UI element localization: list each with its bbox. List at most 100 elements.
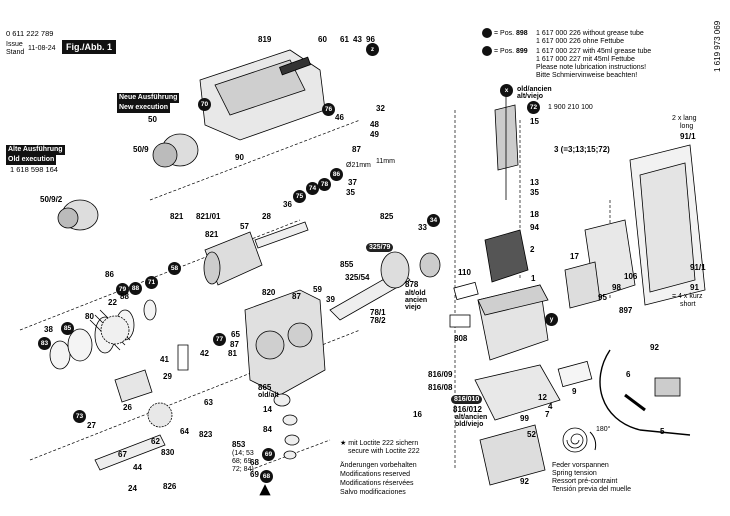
badge-75: 75 [293,190,306,203]
badge-70: 70 [198,98,211,111]
part-49: 49 [370,130,379,139]
part-106: 106 [624,272,638,281]
label-878-alt: alt/old [405,290,426,297]
part-92-bottom: 92 [520,477,529,486]
old-execution-code: 1 618 598 164 [10,165,58,174]
anchor-old-label-1: old/ancien [517,86,552,93]
diameter-label: Ø21mm [346,162,371,169]
group-853-line-c: 68; 69 [232,458,252,465]
part-52: 52 [527,430,536,439]
part-64: 64 [180,427,189,436]
part-816-09: 816/09 [428,370,453,379]
short-label-b: = 4 x kurz [672,293,703,300]
issue-date: 11-08-24 [28,45,56,52]
badge-68: 68 [260,470,273,483]
spring-note-fr: Ressort pré-contraint [552,478,618,485]
part-37: 37 [348,178,357,187]
old-execution-label-de: Alte Ausführung [6,145,65,155]
boxed-part-325-79: 325/79 [366,243,394,252]
part-50-9: 50/9 [133,145,149,154]
part-80: 80 [85,312,94,321]
part-821-01: 821/01 [196,212,221,221]
anchor-part-number: 1 900 210 100 [548,104,593,111]
part-13: 13 [530,178,539,187]
badge-78: 78 [318,178,331,191]
part-98: 98 [612,283,621,292]
part-29: 29 [163,372,172,381]
badge-73: 73 [73,410,86,423]
part-5: 5 [660,427,665,436]
part-35-right: 35 [530,188,539,197]
part-830: 830 [161,448,175,457]
legend-899-line-a: 1 617 000 227 with 45ml grease tube [536,48,652,55]
issue-label: Issue [6,41,23,48]
legend-pos-898: = Pos. 898 [494,30,528,37]
label-878-viejo: viejo [405,304,421,311]
part-15: 15 [530,117,539,126]
badge-69: 69 [262,448,275,461]
part-18: 18 [530,210,539,219]
part-816-08: 816/08 [428,383,453,392]
part-60: 60 [318,35,327,44]
badge-72-top: 72 [527,101,540,114]
document-code-vertical: 1 619 973 069 [713,20,722,72]
part-48: 48 [370,120,379,129]
label-878-ancien: ancien [405,297,428,304]
new-execution-label-en: New execution [117,103,171,113]
part-86: 86 [105,270,114,279]
part-43: 43 [353,35,362,44]
part-57: 57 [240,222,249,231]
part-68: 68 [250,458,259,467]
part-2: 2 [530,245,535,254]
part-87-low: 87 [230,340,239,349]
part-855: 855 [340,260,354,269]
part-90: 90 [235,153,244,162]
part-95: 95 [598,293,607,302]
part-88: 88 [120,292,129,301]
group-853-line-d: 72; 84) [232,466,254,473]
part-81: 81 [228,349,237,358]
part-897: 897 [619,306,633,315]
badge-y: y [545,313,558,326]
label-816-012: 816/012 [453,405,482,414]
legend-899-line-c: Please note lubrication instructions! [536,64,647,71]
part-24: 24 [128,484,137,493]
part-1: 1 [531,274,536,283]
badge-79: 79 [116,283,129,296]
part-84: 84 [263,425,272,434]
legend-dot-898 [482,28,492,38]
label-878: 878 [405,280,419,289]
part-46: 46 [335,113,344,122]
part-28: 28 [262,212,271,221]
part-94: 94 [530,223,539,232]
part-87-mid: 87 [292,292,301,301]
label-816-012-alt: alt/ancien [455,414,488,421]
part-96: 96 [366,35,375,44]
part-825: 825 [380,212,394,221]
part-12: 12 [538,393,547,402]
old-execution-label-en: Old execution [6,155,57,165]
badge-77: 77 [213,333,226,346]
part-7: 7 [545,410,550,419]
group-853-line-b: (14; 53 [232,450,254,457]
changes-fr: Modifications réservées [340,480,414,487]
legend-898-line-b: 1 617 000 226 ohne Fettube [536,38,624,45]
part-62: 62 [151,437,160,446]
part-63: 63 [204,398,213,407]
part-32: 32 [376,104,385,113]
part-325-54: 325/54 [345,273,370,282]
badge-58: 58 [168,262,181,275]
part-42: 42 [200,349,209,358]
length-label: 11mm [376,158,395,165]
part-4: 4 [548,402,553,411]
part-821-b: 821 [205,230,219,239]
part-33: 33 [418,223,427,232]
part-61: 61 [340,35,349,44]
part-26: 26 [123,403,132,412]
part-number: 0 611 222 789 [6,29,54,38]
loctite-note-de: ★ mit Loctite 222 sichern [340,440,419,447]
label-865: 865 [258,383,272,392]
part-808: 808 [454,334,468,343]
badge-86: 86 [330,168,343,181]
changes-es: Salvo modificaciones [340,489,406,496]
